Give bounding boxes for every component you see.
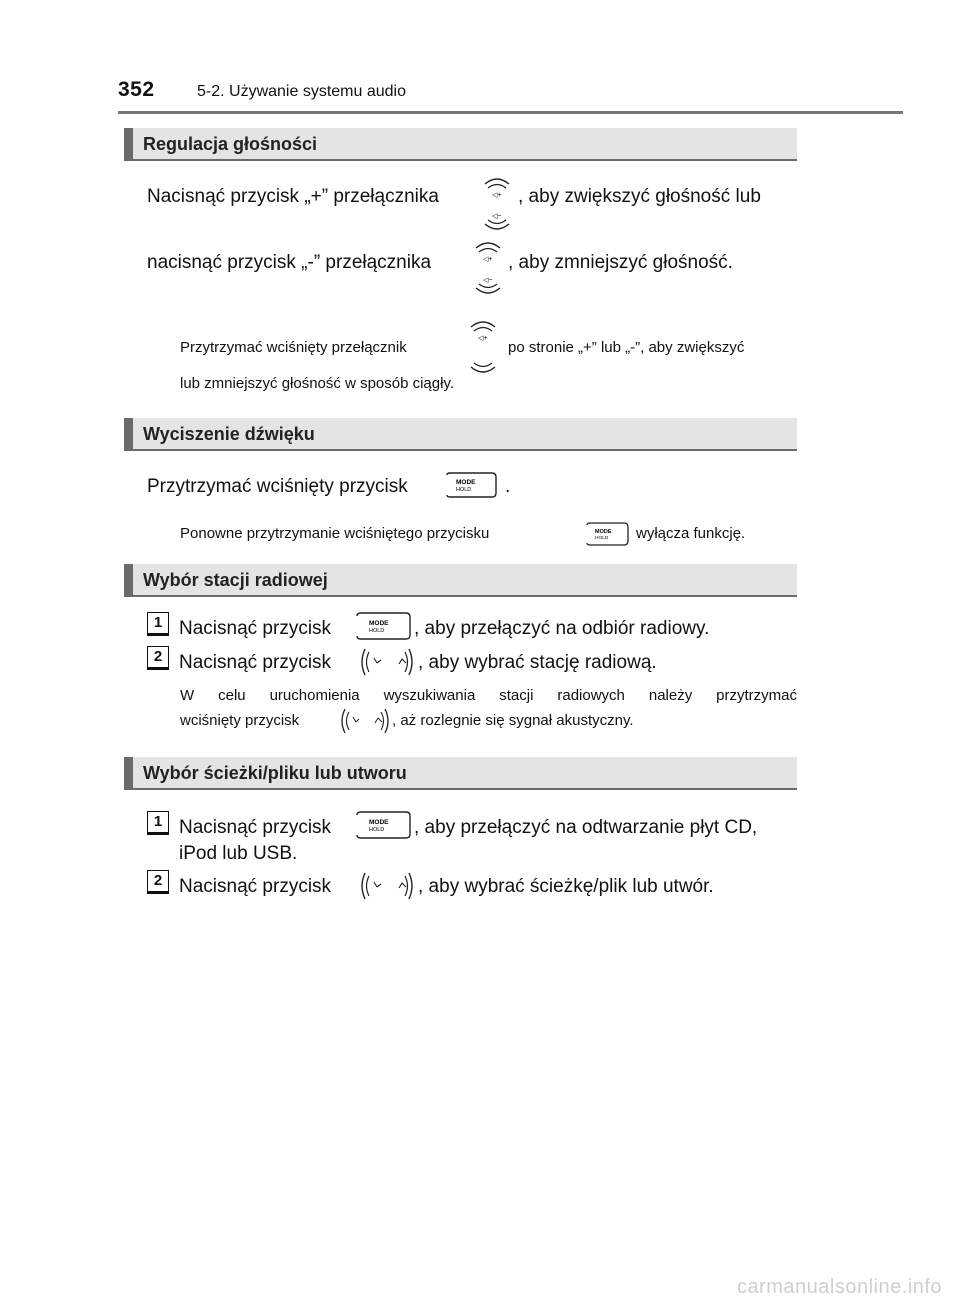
- text-fragment: lub zmniejszyć głośność w sposób ciągły.: [180, 375, 455, 392]
- text-fragment: Przytrzymać wciśnięty przełącznik: [180, 339, 407, 356]
- radio-note-2: wciśnięty przycisk: [180, 711, 299, 731]
- svg-text:◁−: ◁−: [483, 277, 492, 284]
- volume-line-1: Nacisnąć przycisk „+” przełącznika: [147, 184, 439, 210]
- header-rule: [118, 111, 903, 114]
- mode-hold-button-icon: MODE HOLD: [444, 471, 498, 504]
- text-fragment: , aby wybrać stację radiową.: [418, 652, 657, 673]
- text-fragment: nacisnąć przycisk „-” przełącznika: [147, 252, 432, 273]
- volume-rocker-icon: ◁+ ◁−: [470, 236, 506, 303]
- volume-rocker-icon: ◁+ ◁−: [479, 172, 515, 239]
- radio-note-2-end: , aż rozlegnie się sygnał akustyczny.: [392, 711, 634, 731]
- step-number-box: 1: [147, 811, 169, 833]
- mute-line: Przytrzymać wciśnięty przycisk: [147, 474, 408, 500]
- hold-label: HOLD: [456, 487, 471, 493]
- radio-note-1: W celu uruchomienia wyszukiwania stacji …: [180, 686, 797, 706]
- section-title: Regulacja głośności: [143, 134, 318, 154]
- step-underline: [147, 833, 169, 835]
- section-title: Wybór ścieżki/pliku lub utworu: [143, 763, 407, 783]
- seek-rocker-icon: [357, 870, 417, 907]
- volume-rocker-icon: ◁+: [465, 315, 501, 382]
- mute-note: Ponowne przytrzymanie wciśniętego przyci…: [180, 524, 489, 544]
- volume-line-2-end: , aby zmniejszyć głośność.: [508, 250, 733, 276]
- mode-hold-button-icon: MODE HOLD: [354, 810, 412, 845]
- mode-label: MODE: [595, 529, 612, 535]
- text-fragment: Nacisnąć przycisk: [179, 618, 332, 639]
- section-title: Wyciszenie dźwięku: [143, 424, 315, 444]
- hold-label: HOLD: [369, 827, 384, 833]
- svg-text:◁−: ◁−: [492, 213, 501, 220]
- volume-note-1-end: po stronie „+” lub „-”, aby zwiększyć: [508, 338, 744, 358]
- track-step-2-end: , aby wybrać ścieżkę/plik lub utwór.: [418, 874, 714, 900]
- mode-hold-button-icon: MODE HOLD: [584, 521, 630, 552]
- radio-step-2: Nacisnąć przycisk: [179, 650, 331, 676]
- text-fragment: W celu uruchomienia wyszukiwania stacji …: [180, 687, 797, 704]
- chapter-title: 5-2. Używanie systemu audio: [197, 83, 406, 100]
- section-heading-track: Wybór ścieżki/pliku lub utworu: [124, 757, 797, 790]
- section-title: Wybór stacji radiowej: [143, 570, 328, 590]
- step-number-box: 1: [147, 612, 169, 634]
- text-fragment: Przytrzymać wciśnięty przycisk: [147, 476, 408, 497]
- volume-note-1: Przytrzymać wciśnięty przełącznik: [180, 338, 407, 358]
- step-number-box: 2: [147, 870, 169, 892]
- step-underline: [147, 892, 169, 894]
- mode-label: MODE: [456, 479, 476, 486]
- track-step-1: Nacisnąć przycisk: [179, 815, 331, 841]
- mute-line-end: .: [505, 474, 510, 500]
- section-heading-radio: Wybór stacji radiowej: [124, 564, 797, 597]
- mode-label: MODE: [369, 620, 389, 627]
- text-fragment: wyłącza funkcję.: [636, 525, 746, 542]
- radio-step-2-end: , aby wybrać stację radiową.: [418, 650, 657, 676]
- svg-text:◁+: ◁+: [483, 256, 492, 263]
- mode-label: MODE: [369, 819, 389, 826]
- text-fragment: Nacisnąć przycisk: [179, 652, 332, 673]
- text-fragment: Nacisnąć przycisk: [179, 817, 332, 838]
- watermark-text: carmanualsonline.info: [736, 1276, 942, 1298]
- text-fragment: , aby przełączyć na odbiór radiowy.: [414, 618, 710, 639]
- text-fragment: wciśnięty przycisk: [180, 712, 300, 729]
- track-step-1-end: , aby przełączyć na odtwarzanie płyt CD,: [414, 815, 757, 841]
- track-step-2: Nacisnąć przycisk: [179, 874, 331, 900]
- mode-hold-button-icon: MODE HOLD: [354, 611, 412, 646]
- section-heading-mute: Wyciszenie dźwięku: [124, 418, 797, 451]
- radio-step-1: Nacisnąć przycisk: [179, 616, 331, 642]
- text-fragment: Ponowne przytrzymanie wciśniętego przyci…: [180, 525, 490, 542]
- volume-line-2: nacisnąć przycisk „-” przełącznika: [147, 250, 431, 276]
- text-fragment: po stronie „+” lub „-”, aby zwiększyć: [508, 339, 745, 356]
- hold-label: HOLD: [595, 535, 609, 541]
- page-number: 352: [118, 78, 155, 101]
- text-fragment: , aż rozlegnie się sygnał akustyczny.: [392, 712, 634, 729]
- text-fragment: , aby zwiększyć głośność lub: [518, 186, 761, 207]
- text-fragment: , aby przełączyć na odtwarzanie płyt CD,: [414, 817, 758, 838]
- svg-text:◁+: ◁+: [492, 192, 501, 199]
- seek-rocker-icon: [338, 707, 392, 740]
- volume-note-2: lub zmniejszyć głośność w sposób ciągły.: [180, 374, 454, 394]
- mute-note-end: wyłącza funkcję.: [636, 524, 745, 544]
- step-underline: [147, 668, 169, 670]
- section-heading-volume: Regulacja głośności: [124, 128, 797, 161]
- text-fragment: iPod lub USB.: [179, 843, 298, 864]
- svg-text:◁+: ◁+: [478, 335, 487, 342]
- text-fragment: Nacisnąć przycisk „+” przełącznika: [147, 186, 439, 207]
- step-underline: [147, 634, 169, 636]
- text-fragment: Nacisnąć przycisk: [179, 876, 332, 897]
- text-fragment: .: [505, 476, 511, 497]
- step-number-box: 2: [147, 646, 169, 668]
- track-step-1-line2: iPod lub USB.: [179, 841, 297, 867]
- volume-line-1-end: , aby zwiększyć głośność lub: [518, 184, 761, 210]
- seek-rocker-icon: [357, 646, 417, 683]
- hold-label: HOLD: [369, 628, 384, 634]
- text-fragment: , aby wybrać ścieżkę/plik lub utwór.: [418, 876, 714, 897]
- radio-step-1-end: , aby przełączyć na odbiór radiowy.: [414, 616, 709, 642]
- text-fragment: , aby zmniejszyć głośność.: [508, 252, 733, 273]
